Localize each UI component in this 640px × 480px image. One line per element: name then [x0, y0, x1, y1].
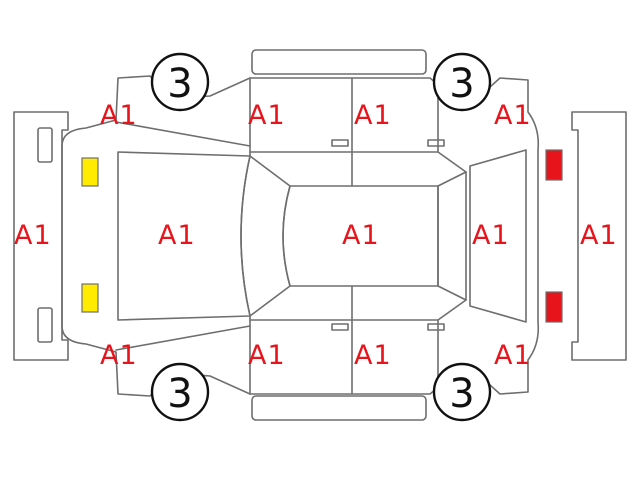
wheel-rear-right-grade: 3	[449, 371, 474, 417]
left-rear-handle	[427, 139, 445, 147]
left-front-handle	[331, 139, 349, 147]
rear-bumper-outline	[571, 111, 627, 361]
wheel-front-right	[150, 362, 210, 422]
headlight-right	[81, 283, 99, 313]
right-rear-handle	[427, 323, 445, 331]
wheel-rear-left	[432, 52, 492, 112]
roof-label: A1	[342, 220, 380, 251]
front-fog-left	[37, 127, 53, 163]
front-bumper-label: A1	[14, 220, 52, 251]
rear-right-door-label: A1	[354, 340, 392, 371]
front-left-door-label: A1	[248, 100, 286, 131]
rear-left-door-label: A1	[354, 100, 392, 131]
wheel-front-left	[150, 52, 210, 112]
right-window-line	[249, 299, 467, 321]
rear-bumper-label: A1	[580, 220, 618, 251]
hood-label: A1	[158, 220, 196, 251]
front-left-fender-label: A1	[100, 100, 138, 131]
wheel-rear-left-grade: 3	[449, 61, 474, 107]
rear-pillar	[437, 171, 467, 301]
front-right-fender-label: A1	[100, 340, 138, 371]
right-rocker-strip	[251, 395, 427, 421]
rear-glass-label: A1	[472, 220, 510, 251]
right-front-handle	[331, 323, 349, 331]
rear-glass	[469, 149, 527, 323]
wheel-rear-right	[432, 362, 492, 422]
wheel-front-left-grade: 3	[167, 61, 192, 107]
taillight-left	[545, 149, 563, 181]
front-right-door-label: A1	[248, 340, 286, 371]
roof-panel	[282, 185, 439, 287]
taillight-right	[545, 291, 563, 323]
wheel-front-right-grade: 3	[167, 371, 192, 417]
front-bumper-outline	[13, 111, 69, 361]
rear-left-quarter-label: A1	[494, 100, 532, 131]
left-rocker-strip	[251, 49, 427, 75]
left-window-line	[249, 151, 467, 173]
front-fog-right	[37, 307, 53, 343]
rear-right-quarter-label: A1	[494, 340, 532, 371]
headlight-left	[81, 157, 99, 187]
